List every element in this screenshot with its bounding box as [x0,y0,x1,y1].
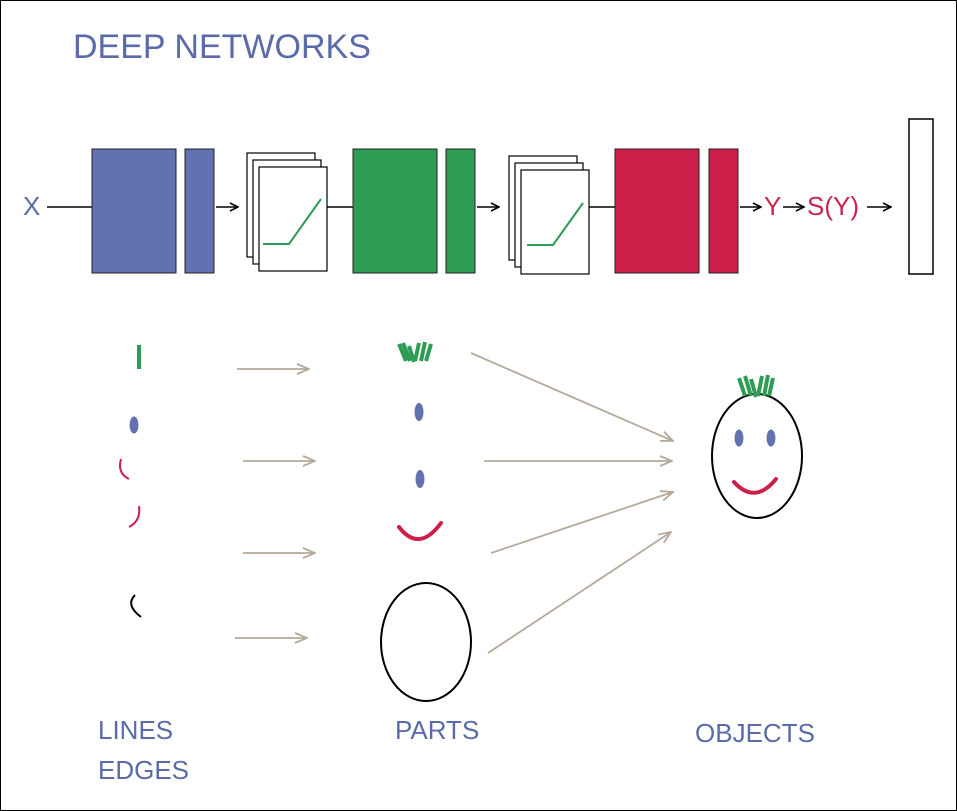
relu-stack-2 [508,155,590,275]
object-face [711,374,803,519]
blue-linear-layer [91,148,177,274]
parts-to-objects-arrow-3 [490,492,673,554]
red-bias-layer [708,148,739,274]
lines-label: LINES [98,715,173,745]
part-eye-1 [414,403,424,421]
softmax-label: S(Y) [807,191,859,221]
diagram-title: DEEP NETWORKS [73,28,371,66]
blue-bias-layer [184,148,215,274]
relu-curve-1 [263,198,322,245]
part-mouth [397,521,443,541]
face-hair [737,374,775,398]
green-linear-layer [352,148,438,274]
face-eye-right [766,429,776,447]
edge-black-curve [130,594,142,618]
face-outline [711,393,803,519]
output-vector [908,118,934,275]
objects-label: OBJECTS [695,718,815,748]
edge-red-curve-right [128,505,141,528]
edges-label: EDGES [98,755,189,785]
part-eye-2 [415,470,425,488]
face-eye-left [734,429,744,447]
green-bias-layer [445,148,476,274]
parts-to-objects-arrow-1 [470,352,673,441]
edge-blue-dot [129,416,139,434]
part-hair [397,341,433,363]
edge-red-curve-left [119,458,130,480]
output-y-label: Y [764,191,781,221]
relu-curve-2 [527,202,584,246]
part-head-outline [380,582,472,702]
parts-label: PARTS [395,715,479,745]
red-linear-layer [614,148,700,274]
face-mouth [732,477,778,495]
input-x-label: X [23,191,40,221]
parts-to-objects-arrow-4 [487,532,671,654]
relu-stack-1 [246,152,328,272]
